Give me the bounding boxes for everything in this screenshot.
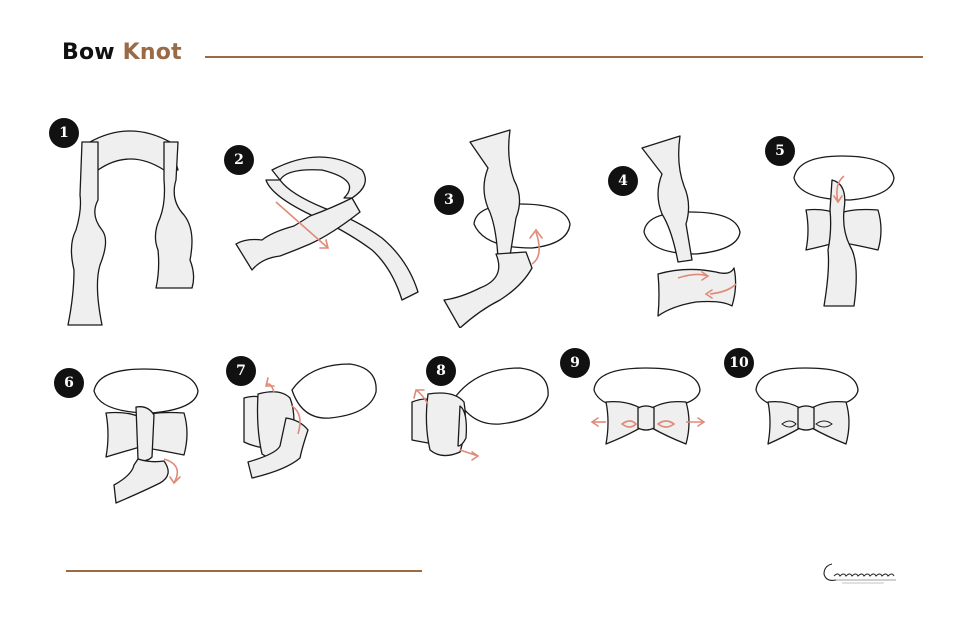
- step-4-illustration: [641, 135, 741, 317]
- step-1-illustration: [67, 130, 195, 326]
- step-10-badge: 10: [724, 348, 754, 378]
- step-5-illustration: [793, 155, 895, 307]
- step-1-badge: 1: [49, 118, 79, 148]
- title-word-knot: Knot: [122, 40, 182, 65]
- step-7-illustration: [243, 363, 377, 479]
- brand-logo: [823, 563, 896, 584]
- step-3-illustration: [443, 129, 571, 328]
- step-8-illustration: [411, 367, 549, 461]
- step-9-badge: 9: [560, 348, 590, 378]
- step-6-illustration: [93, 368, 199, 504]
- step-10-illustration: [755, 367, 859, 445]
- step-9-illustration: [590, 367, 706, 445]
- page-title: Bow Knot: [62, 40, 182, 65]
- header-divider: [205, 56, 923, 58]
- title-word-bow: Bow: [62, 40, 115, 65]
- step-5-badge: 5: [765, 136, 795, 166]
- footer-divider: [66, 570, 422, 572]
- step-3-badge: 3: [434, 185, 464, 215]
- step-2-illustration: [235, 156, 419, 301]
- step-4-badge: 4: [608, 166, 638, 196]
- step-8-badge: 8: [426, 356, 456, 386]
- step-2-badge: 2: [224, 145, 254, 175]
- step-6-badge: 6: [54, 368, 84, 398]
- step-7-badge: 7: [226, 356, 256, 386]
